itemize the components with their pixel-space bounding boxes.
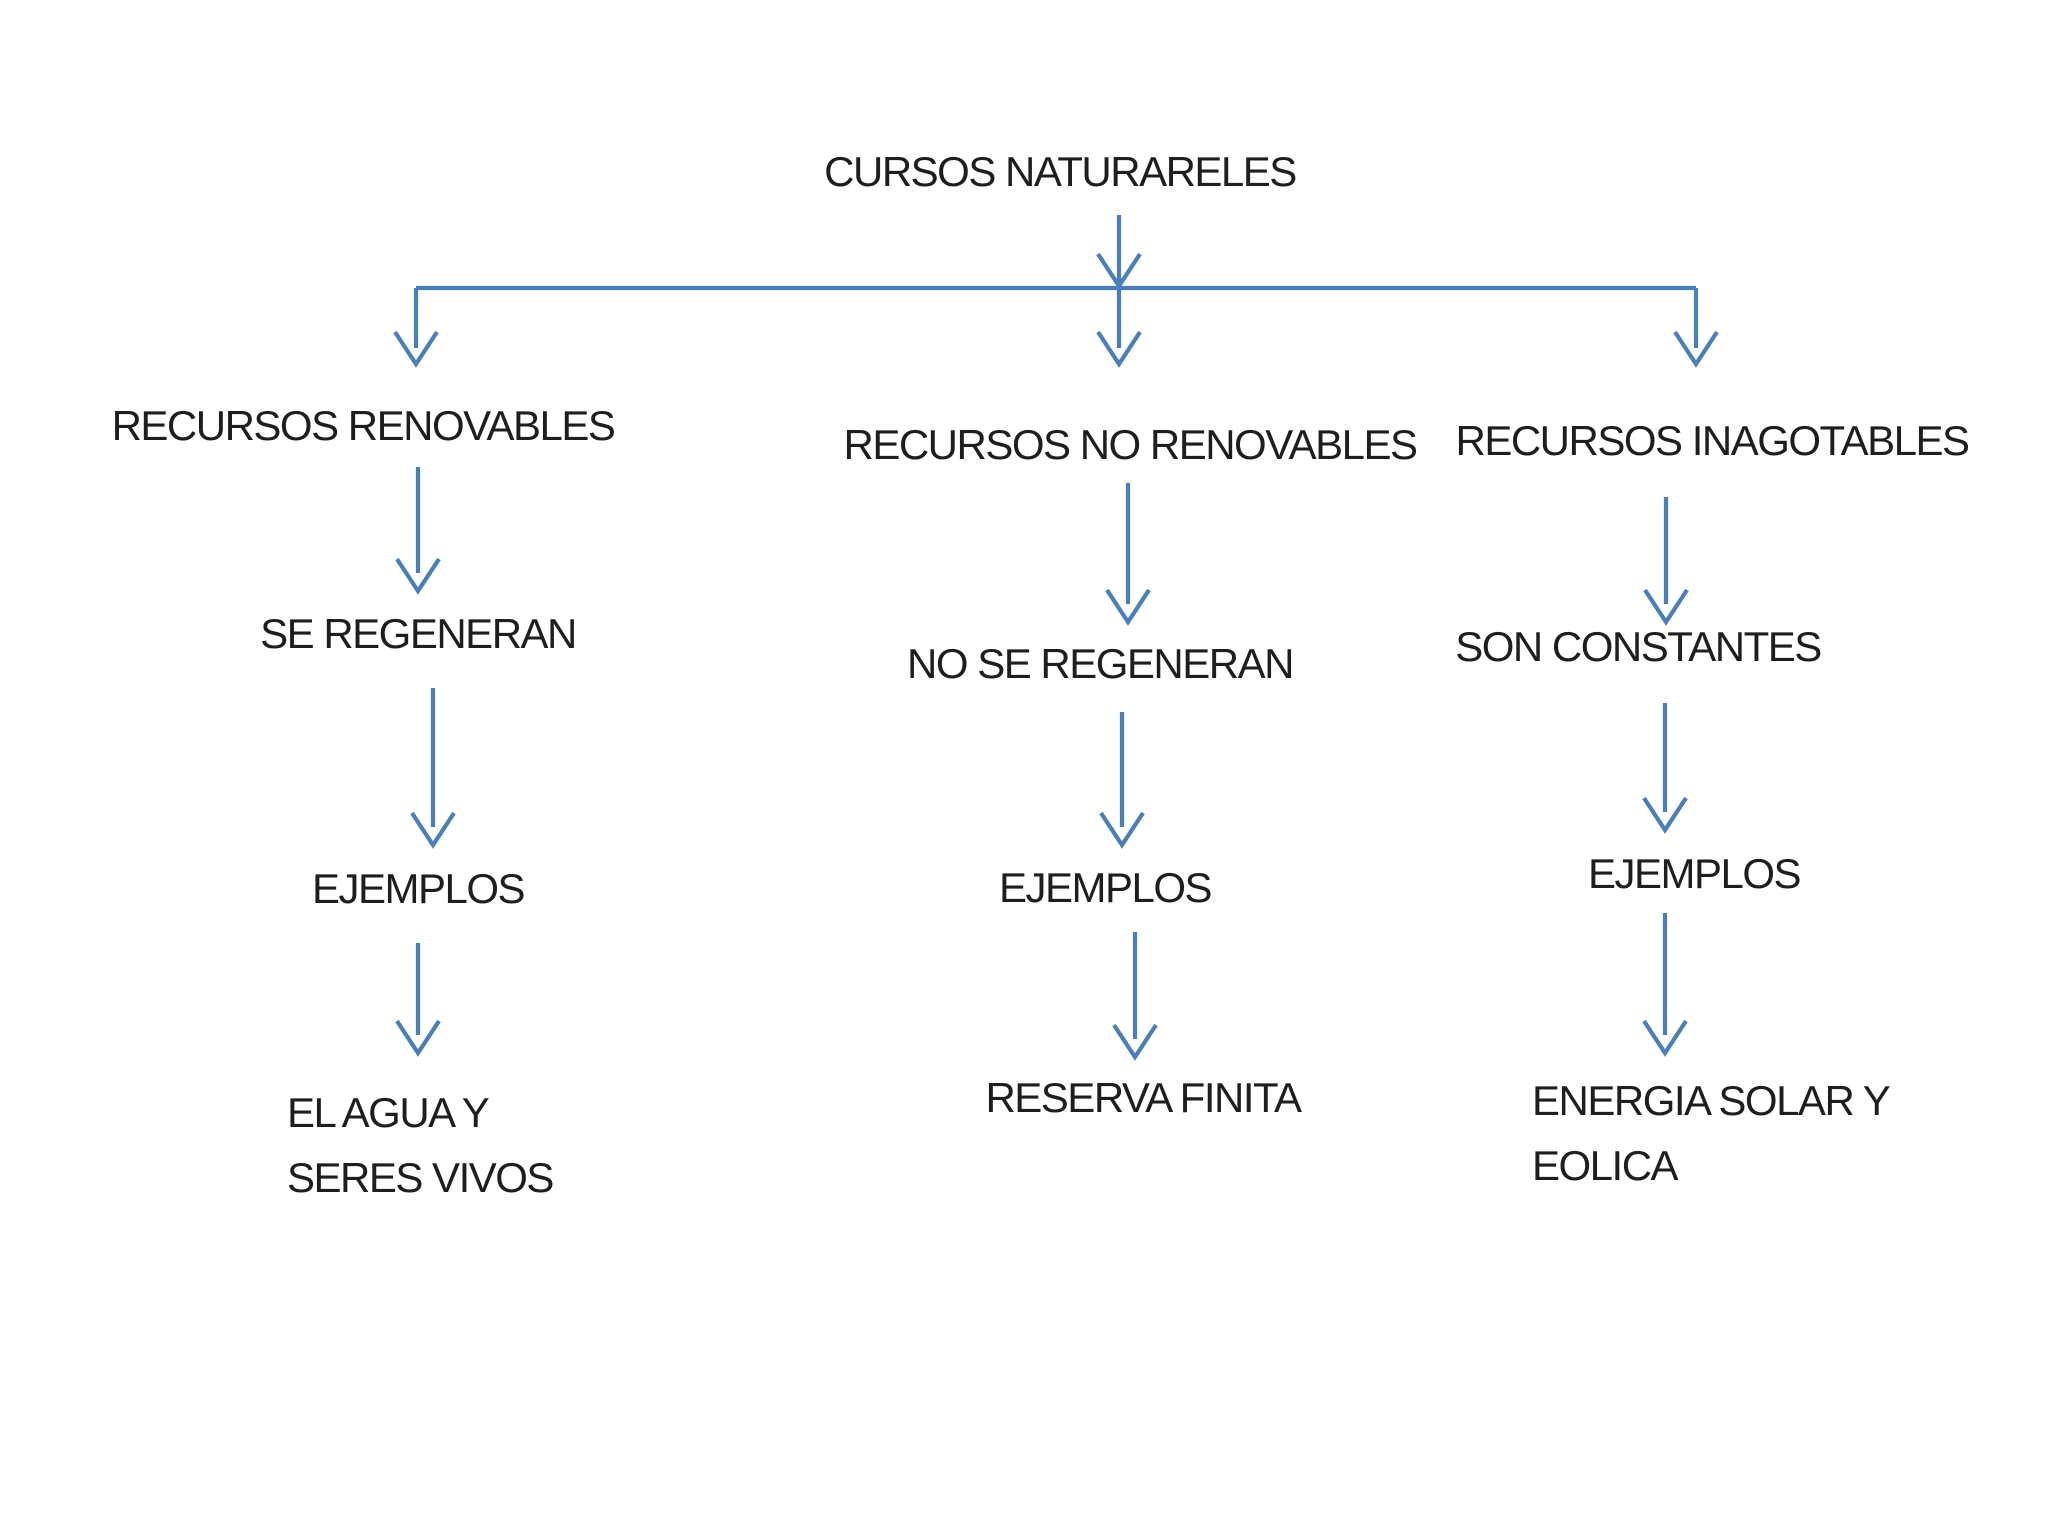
- arrow-renovables-to-ejemplos: [410, 688, 456, 849]
- arrow-head-icon: [1096, 252, 1142, 290]
- arrow-head-icon: [1099, 811, 1145, 849]
- branch-renovables-heading: RECURSOS RENOVABLES: [111, 402, 616, 449]
- arrow-head-icon: [1642, 796, 1688, 834]
- branch-inagotables-heading: RECURSOS INAGOTABLES: [1455, 417, 1970, 464]
- arrow-branch-to-inagotables: [1673, 288, 1719, 368]
- arrow-head-icon: [1673, 330, 1719, 368]
- example-line: EOLICA: [1532, 1142, 1679, 1190]
- arrow-head-icon: [1096, 330, 1142, 368]
- arrow-head-icon: [1112, 1023, 1158, 1061]
- arrow-head-icon: [1643, 588, 1689, 626]
- arrow-inagotables-to-ejemplos: [1642, 703, 1688, 834]
- arrow-head-icon: [393, 330, 439, 368]
- arrow-inagotables-to-examples: [1642, 913, 1688, 1057]
- arrow-head-icon: [395, 557, 441, 595]
- branch-no-renovables-property: NO SE REGENERAN: [907, 640, 1294, 687]
- arrow-no-renovables-to-ejemplos: [1099, 712, 1145, 849]
- branch-inagotables-property: SON CONSTANTES: [1455, 623, 1822, 670]
- example-line: ENERGIA SOLAR Y: [1532, 1077, 1891, 1124]
- branch-no-renovables-examples: RESERVA FINITA: [985, 1074, 1302, 1121]
- arrow-title-to-branch-line: [1096, 215, 1142, 290]
- arrow-renovables-to-examples: [395, 943, 441, 1057]
- arrow-head-icon: [410, 811, 456, 849]
- arrow-no-renovables-to-examples: [1112, 932, 1158, 1061]
- branch-renovables-property: SE REGENERAN: [260, 610, 577, 657]
- branch-no-renovables-heading: RECURSOS NO RENOVABLES: [843, 421, 1418, 468]
- example-line: EL AGUA Y: [287, 1089, 490, 1136]
- branch-renovables-ejemplos-label: EJEMPLOS: [311, 865, 526, 912]
- arrow-branch-to-renovables: [393, 288, 439, 368]
- arrow-no-renovables-to-property: [1105, 483, 1151, 626]
- arrow-branch-to-no-renovables: [1096, 290, 1142, 368]
- branch-inagotables-examples: ENERGIA SOLAR Y EOLICA: [1532, 1068, 1891, 1198]
- diagram-title: CURSOS NATURARELES: [824, 148, 1297, 195]
- branch-renovables-examples: EL AGUA Y SERES VIVOS: [287, 1080, 554, 1210]
- branch-no-renovables-ejemplos-label: EJEMPLOS: [998, 864, 1213, 911]
- arrow-head-icon: [1642, 1019, 1688, 1057]
- arrow-renovables-to-property: [395, 467, 441, 595]
- example-line: SERES VIVOS: [287, 1154, 554, 1202]
- arrow-head-icon: [395, 1019, 441, 1057]
- arrow-inagotables-to-property: [1643, 497, 1689, 626]
- arrow-head-icon: [1105, 588, 1151, 626]
- branch-inagotables-ejemplos-label: EJEMPLOS: [1587, 850, 1802, 897]
